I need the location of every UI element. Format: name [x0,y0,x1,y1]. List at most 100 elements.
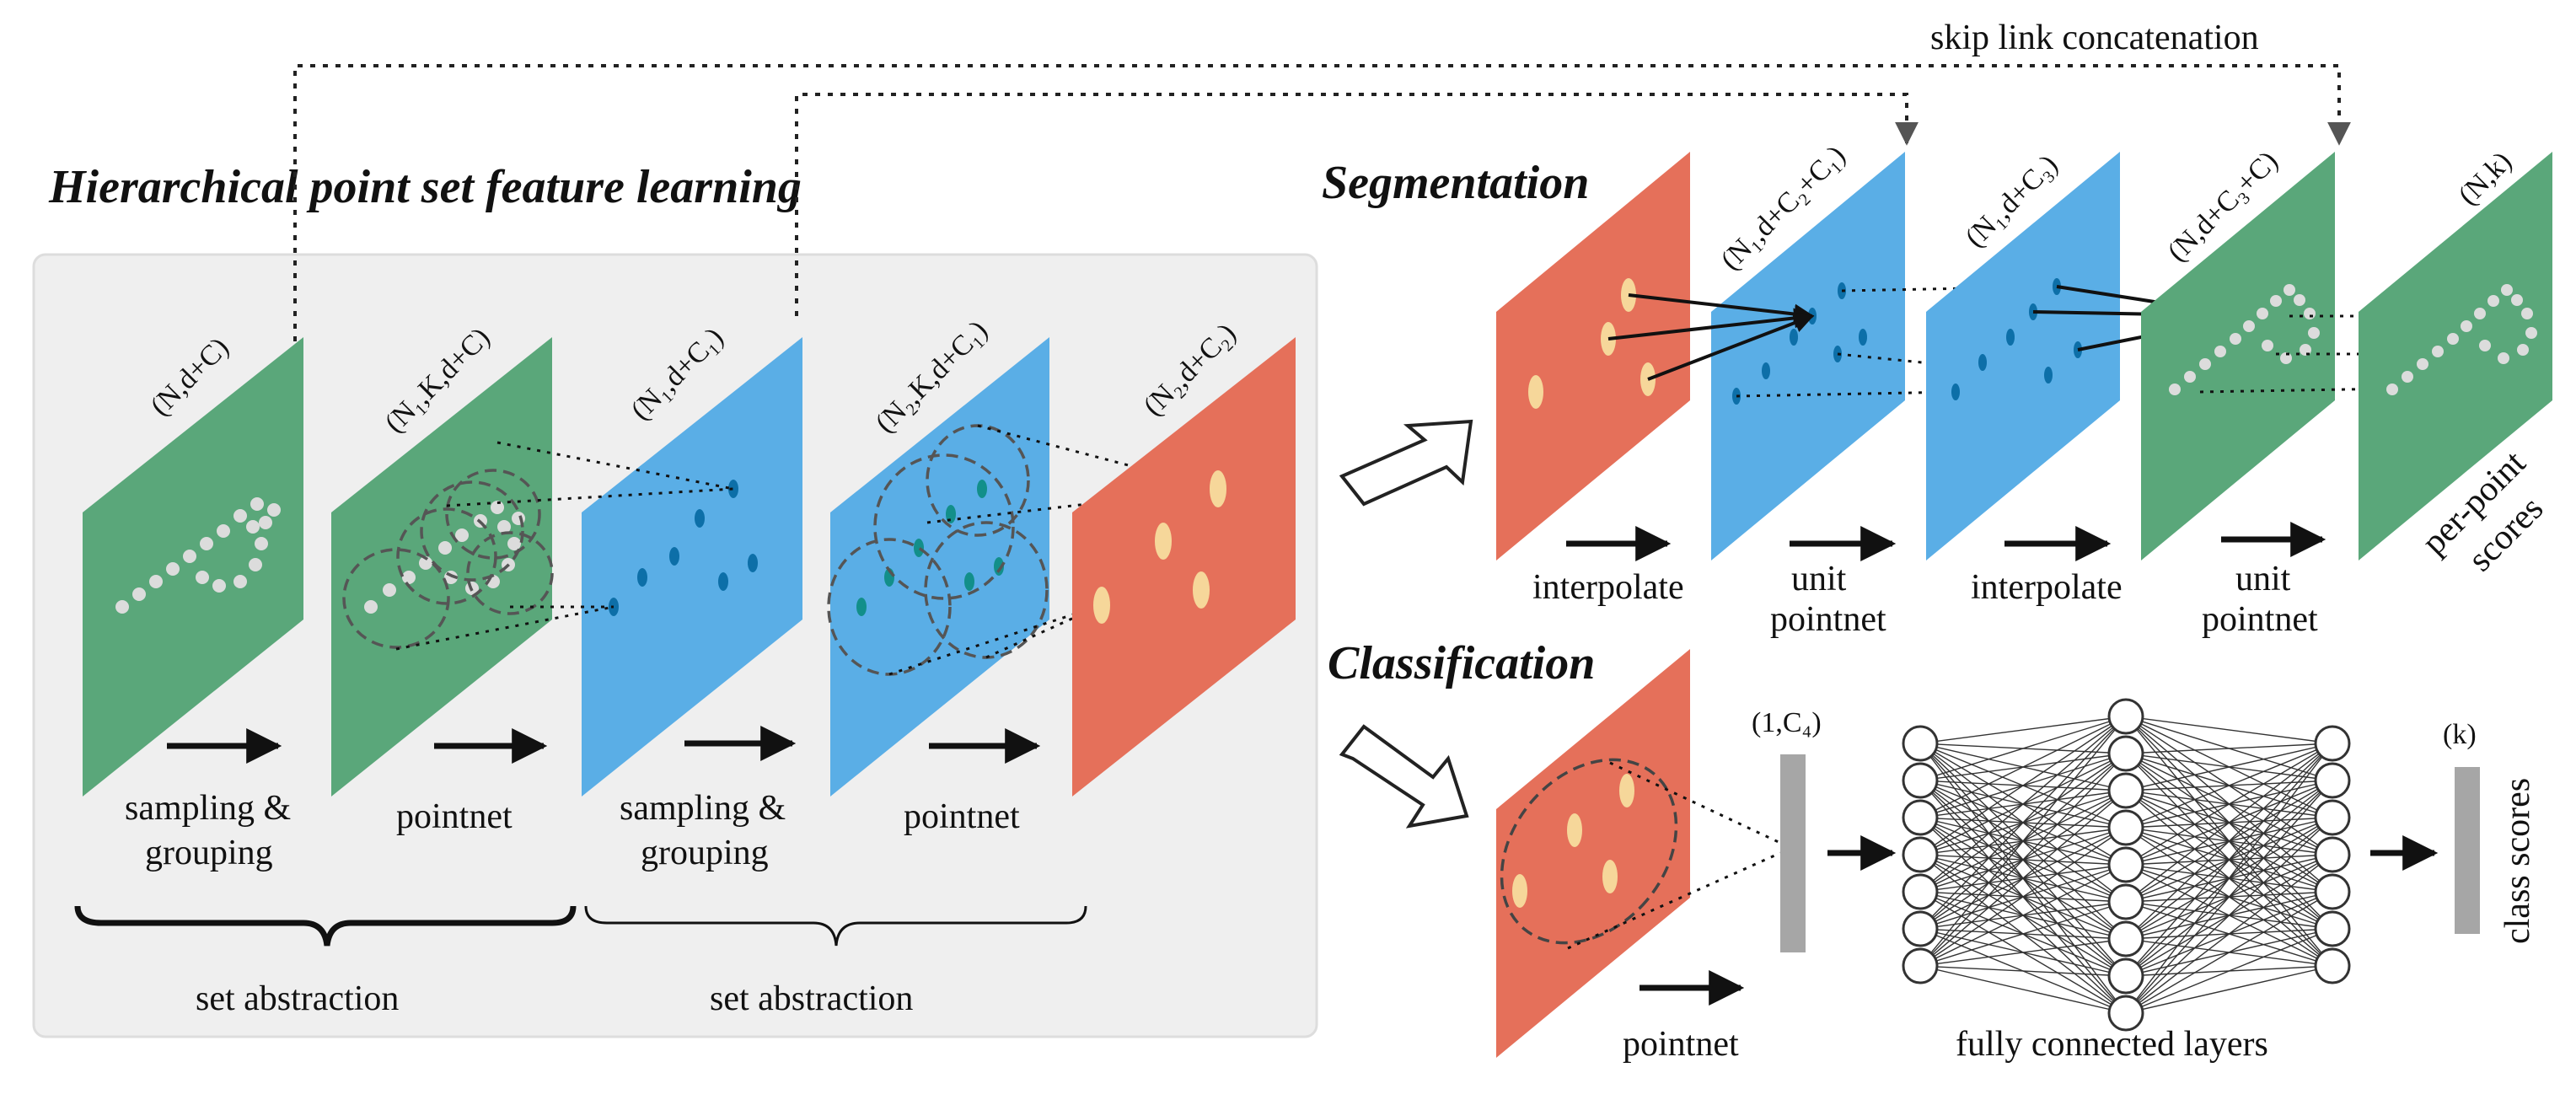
fc-edge [1919,716,2127,967]
arrow-right-icon [167,726,1041,764]
fc-neuron [2107,735,2144,772]
fc-neuron [2314,799,2351,836]
fc-edge [1919,716,2127,856]
fc-neuron [2107,772,2144,809]
fc-neuron [1902,947,1939,984]
fc-neuron [2314,910,2351,947]
fc-neuron [1902,799,1939,836]
grouped-blue-points [856,480,1004,616]
step-pointnet-2: pointnet [904,797,1020,836]
fc-edge [1919,716,2127,744]
fc-edge [1919,965,2127,977]
fc-edge [2125,891,2333,1014]
sa1-points [609,480,758,616]
skip-link-label: skip link concatenation [1930,19,2259,57]
skip-link-lines [293,64,2351,341]
fc-edge [1919,716,2127,818]
seg-step-unit-2: unit [2235,560,2291,598]
classification-title: Classification [1328,637,1595,689]
seg-plane-blue-1 [1711,152,1905,561]
fc-neuron [2314,762,2351,799]
interp-lines-1 [1607,293,1815,381]
fc-edge [1919,716,2127,930]
fc-edge [1919,790,2127,967]
step-sampling-grouping-2a: sampling & [620,789,786,828]
set-abstraction-label-2: set abstraction [710,979,913,1018]
fc-edge [2125,780,2333,1014]
arrow-right-icon-seg [1566,522,2326,561]
fc-edge [2125,743,2333,754]
step-sampling-grouping-1a: sampling & [125,789,291,828]
hollow-arrow-icon-cls [1339,724,1469,829]
fc-edge [2125,854,2333,1014]
sa1-projection-lines [395,441,734,651]
fc-connections [1919,716,2333,1014]
fc-edge [2125,743,2333,1014]
fc-neuron [2107,698,2144,735]
fc-edge [2125,743,2333,866]
cls-feature-bar [1780,754,1806,952]
plane-input-green [83,337,303,797]
fc-neuron [2107,809,2144,846]
brace-set-abstraction-2 [584,905,1087,947]
fc-edge [1919,716,2127,893]
fc-edge [1919,901,2127,967]
sa2-points [1093,470,1226,624]
input-points [115,497,281,614]
fc-neuron [2107,995,2144,1032]
fc-nodes [1902,698,2351,1032]
fc-edge [2125,743,2333,829]
seg-step-pointnet-1: pointnet [1770,600,1886,639]
fc-edge [1919,938,2127,967]
seg-plane-green-2 [2359,152,2552,561]
fc-edge [2125,743,2333,791]
dim-cls-k: (k) [2443,719,2477,750]
fc-edge [2125,965,2333,1014]
fc-neuron [1902,762,1939,799]
seg-dotted-lines-1 [1736,285,2058,398]
cls-red-points [1512,774,1634,908]
cls-projection-lines [1567,761,1781,950]
brace-set-abstraction-1 [74,905,577,947]
fc-neuron [1902,873,1939,910]
fc-neuron [2107,846,2144,883]
fc-edge [2125,716,2333,744]
fc-layers-label: fully connected layers [1956,1025,2268,1064]
seg-green-points-2 [2386,284,2537,395]
fc-neuron [2314,836,2351,873]
fc-neuron [2107,957,2144,995]
class-scores-label: class scores [2498,778,2537,944]
fc-neuron [2314,873,2351,910]
seg-plane-red [1496,152,1690,561]
fc-edge [2125,743,2333,977]
fc-edge [1919,753,2127,967]
cls-score-bar [2455,767,2480,934]
fc-neuron [1902,836,1939,873]
fc-edge [1919,827,2127,967]
step-sampling-grouping-1b: grouping [145,834,273,872]
cls-plane-red [1496,649,1690,1058]
seg-step-interpolate-1: interpolate [1532,568,1684,607]
fc-neuron [1902,725,1939,762]
plane-sa1-blue [582,337,802,797]
set-abstraction-label-1: set abstraction [196,979,399,1018]
step-sampling-grouping-2b: grouping [641,834,769,872]
seg-step-interpolate-2: interpolate [1971,568,2123,607]
fc-neuron [2314,947,2351,984]
fc-edge [1919,716,2127,781]
fc-edge [2125,817,2333,1014]
seg-step-unit-1: unit [1791,560,1847,598]
cls-group-circle [1500,758,1678,945]
dim-cls-1-c4: (1,C₄) [1752,707,1822,738]
fc-neuron [2314,725,2351,762]
fc-edge [2125,928,2333,1014]
grouping-circles [342,469,554,649]
fc-neuron [2107,883,2144,920]
fc-edge [1919,864,2127,967]
plane-sa2-red [1072,337,1296,797]
plane-grouped-green [331,337,552,797]
fc-neuron [1902,910,1939,947]
fc-neuron [2107,920,2144,957]
hierarchical-title: Hierarchical point set feature learning [48,161,802,213]
